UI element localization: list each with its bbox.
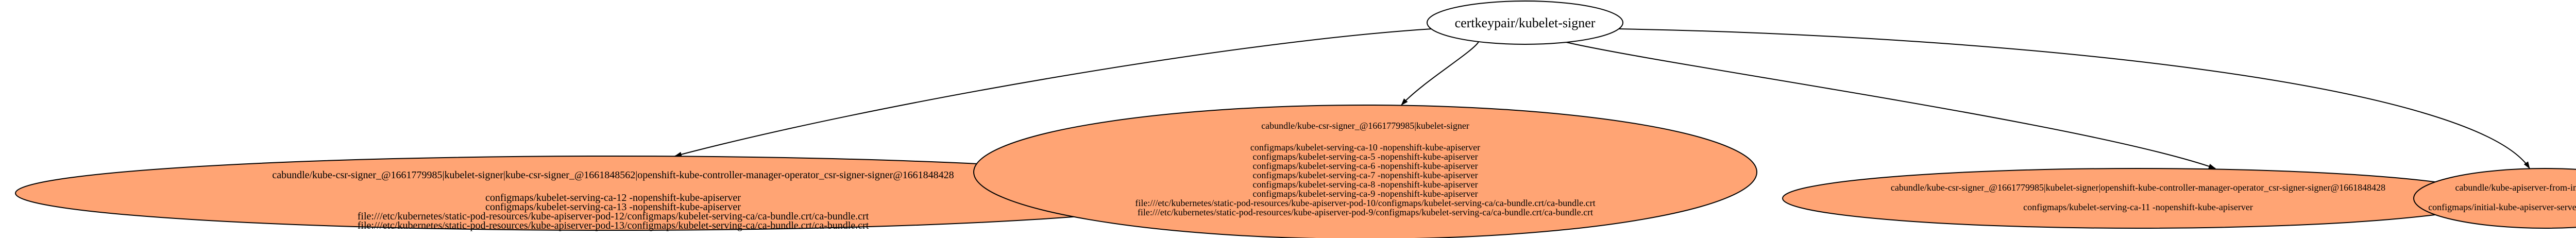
node-leaf-2-line-7: file:///etc/kubernetes/static-pod-resour… xyxy=(1135,198,1595,208)
node-leaf-2-line-1: configmaps/kubelet-serving-ca-10 -nopens… xyxy=(1250,142,1480,152)
node-leaf-2-line-2: configmaps/kubelet-serving-ca-5 -nopensh… xyxy=(1252,151,1478,162)
edge-root-to-leaf-2 xyxy=(1401,41,1479,106)
node-leaf-2-line-6: configmaps/kubelet-serving-ca-9 -nopensh… xyxy=(1252,189,1478,199)
node-leaf-1: cabundle/kube-csr-signer_@1661779985|kub… xyxy=(15,156,1211,231)
node-leaf-2-title: cabundle/kube-csr-signer_@1661779985|kub… xyxy=(1261,121,1469,131)
node-leaf-2-line-3: configmaps/kubelet-serving-ca-6 -nopensh… xyxy=(1252,161,1478,171)
node-leaf-4-title: cabundle/kube-apiserver-from-installer-c… xyxy=(2455,182,2576,193)
node-leaf-4-line-1: configmaps/initial-kube-apiserver-server… xyxy=(2428,202,2576,212)
node-leaf-3-title: cabundle/kube-csr-signer_@1661779985|kub… xyxy=(1891,182,2385,193)
node-leaf-4: cabundle/kube-apiserver-from-installer-c… xyxy=(2413,168,2576,229)
node-leaf-2: cabundle/kube-csr-signer_@1661779985|kub… xyxy=(973,105,1757,238)
node-leaf-2-line-8: file:///etc/kubernetes/static-pod-resour… xyxy=(1138,207,1593,217)
node-root: certkeypair/kubelet-signer xyxy=(1427,1,1623,45)
node-leaf-1-line-4: file:///etc/kubernetes/static-pod-resour… xyxy=(358,220,869,231)
node-leaf-3-shape xyxy=(1782,168,2494,229)
edge-root-to-leaf-3 xyxy=(1566,42,2216,169)
node-leaf-1-title: cabundle/kube-csr-signer_@1661779985|kub… xyxy=(272,169,954,181)
node-leaf-1-line-2: configmaps/kubelet-serving-ca-13 -nopens… xyxy=(485,201,741,213)
node-leaf-3: cabundle/kube-csr-signer_@1661779985|kub… xyxy=(1782,168,2494,229)
node-root-label: certkeypair/kubelet-signer xyxy=(1455,15,1596,30)
node-leaf-2-line-5: configmaps/kubelet-serving-ca-8 -nopensh… xyxy=(1252,179,1478,190)
edge-root-to-leaf-4 xyxy=(1617,28,2530,169)
edge-root-to-leaf-1 xyxy=(674,28,1433,157)
node-leaf-1-line-1: configmaps/kubelet-serving-ca-12 -nopens… xyxy=(485,192,741,203)
node-leaf-3-line-1: configmaps/kubelet-serving-ca-11 -nopens… xyxy=(2023,202,2253,212)
node-leaf-4-shape xyxy=(2413,168,2576,229)
node-leaf-2-shape xyxy=(973,105,1757,238)
node-root-shape xyxy=(1427,1,1623,45)
node-leaf-1-line-3: file:///etc/kubernetes/static-pod-resour… xyxy=(358,211,869,222)
node-leaf-2-line-4: configmaps/kubelet-serving-ca-7 -nopensh… xyxy=(1252,170,1478,180)
